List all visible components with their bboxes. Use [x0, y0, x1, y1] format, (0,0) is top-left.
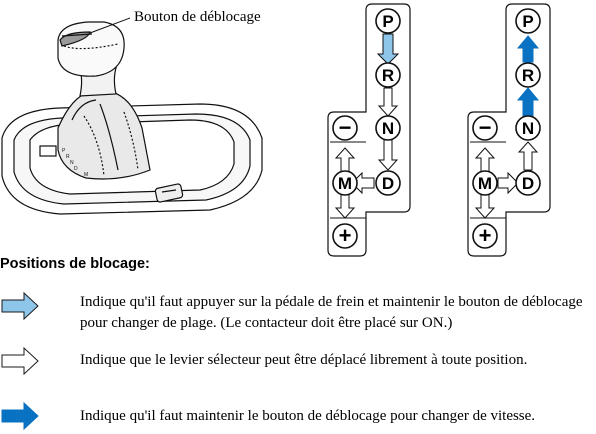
gear-m-label: M	[478, 174, 492, 193]
solid-blue-arrow-icon	[1, 401, 39, 431]
gear-r-label: R	[382, 66, 394, 85]
gear-n-circle	[515, 115, 541, 141]
gear-plus-label: +	[339, 223, 352, 248]
legend-text-brake-and-button: Indique qu'il faut appuyer sur la pédale…	[80, 294, 583, 331]
gear-p-label: P	[382, 12, 393, 31]
release-button-label: Bouton de déblocage	[134, 9, 261, 25]
gear-p-label: P	[522, 12, 533, 31]
callout-leader-line	[89, 17, 131, 34]
svg-text:P: P	[62, 148, 66, 154]
solid-blue-arrow-icon	[516, 35, 540, 63]
gear-r-circle	[375, 62, 401, 88]
svg-text:R: R	[66, 154, 70, 160]
gear-n-label: N	[522, 119, 534, 138]
svg-text:M: M	[84, 172, 88, 178]
white-outline-arrow-icon	[1, 346, 39, 376]
white-arrow-icon	[377, 139, 399, 171]
gear-d-label: D	[522, 174, 534, 193]
gear-minus-label: −	[339, 115, 352, 140]
gear-r-label: R	[522, 66, 534, 85]
locking-positions-heading: Positions de blocage:	[0, 256, 150, 272]
gear-p-circle	[515, 8, 541, 34]
gear-plus-circle	[332, 223, 358, 249]
gear-p-circle	[375, 8, 401, 34]
gear-plus-circle	[472, 223, 498, 249]
gear-minus-label: −	[479, 115, 492, 140]
white-arrow-icon	[351, 171, 375, 195]
gear-minus-circle	[332, 115, 358, 141]
white-arrow-icon	[377, 87, 399, 117]
gear-plus-label: +	[479, 223, 492, 248]
light-blue-arrow-icon	[376, 33, 400, 65]
gear-m-circle	[472, 170, 498, 196]
gear-d-circle	[375, 170, 401, 196]
gear-minus-circle	[472, 115, 498, 141]
legend-text-free-move: Indique que le levier sélecteur peut êtr…	[80, 352, 528, 368]
white-arrow-icon	[497, 171, 519, 195]
gear-m-circle	[332, 170, 358, 196]
shift-pattern-left: P R N D M − +	[327, 3, 411, 257]
gear-r-circle	[515, 62, 541, 88]
shift-lever-illustration: PRN DM	[1, 21, 263, 215]
svg-text:D: D	[74, 166, 78, 172]
gear-n-circle	[375, 115, 401, 141]
gear-n-label: N	[382, 119, 394, 138]
gear-m-label: M	[338, 174, 352, 193]
blue-outline-arrow-icon	[1, 291, 39, 321]
svg-text:N: N	[70, 160, 74, 166]
gear-d-label: D	[382, 174, 394, 193]
legend-text-hold-button: Indique qu'il faut maintenir le bouton d…	[80, 408, 536, 424]
white-arrow-icon	[517, 141, 539, 171]
shift-pattern-right: P R N D M − +	[467, 3, 551, 257]
gear-d-circle	[515, 170, 541, 196]
